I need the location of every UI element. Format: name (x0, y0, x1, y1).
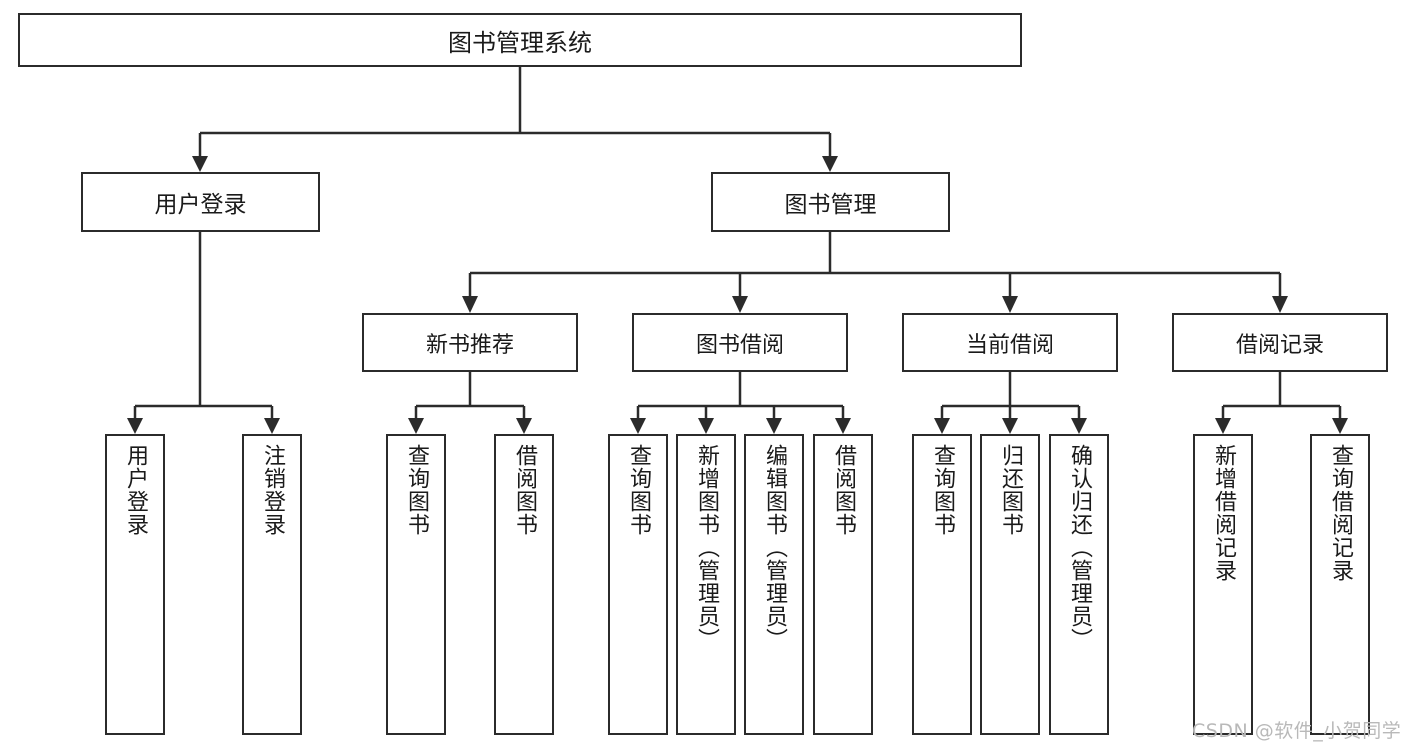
leaf-add-borrow-record[interactable]: 新增借阅记录 (1193, 434, 1253, 735)
node-label: 借阅记录 (1235, 332, 1324, 358)
leaf-logout[interactable]: 注销登录 (242, 434, 302, 735)
node-new-book-recommend[interactable]: 新书推荐 (362, 313, 578, 372)
node-user-login[interactable]: 用户登录 (81, 172, 320, 232)
node-label: 新书推荐 (425, 332, 514, 358)
leaf-return-book[interactable]: 归还图书 (980, 434, 1040, 735)
leaf-query-book-borrow[interactable]: 查询图书 (608, 434, 668, 735)
node-label: 查询图书 (403, 444, 429, 536)
leaf-confirm-return-admin[interactable]: 确认归还（管理员） (1049, 434, 1109, 735)
node-label: 图书借阅 (695, 332, 784, 358)
node-label: 图书管理 (784, 192, 877, 218)
node-label: 查询图书 (929, 444, 955, 536)
node-label: 用户登录 (154, 192, 247, 218)
node-label: 新增借阅记录 (1210, 444, 1236, 582)
node-current-borrow[interactable]: 当前借阅 (902, 313, 1118, 372)
node-root-book-management-system[interactable]: 图书管理系统 (18, 13, 1022, 67)
node-label: 借阅图书 (511, 444, 537, 536)
leaf-borrow-book-recommend[interactable]: 借阅图书 (494, 434, 554, 735)
node-book-management[interactable]: 图书管理 (711, 172, 950, 232)
node-label: 借阅图书 (830, 444, 856, 536)
csdn-watermark: CSDN @软件_小贺同学 (1192, 720, 1402, 742)
node-label: 查询图书 (625, 444, 651, 536)
node-label: 确认归还（管理员） (1066, 444, 1092, 651)
leaf-borrow-book[interactable]: 借阅图书 (813, 434, 873, 735)
leaf-user-login[interactable]: 用户登录 (105, 434, 165, 735)
node-label: 归还图书 (997, 444, 1023, 536)
node-label: 查询借阅记录 (1327, 444, 1353, 582)
leaf-query-borrow-record[interactable]: 查询借阅记录 (1310, 434, 1370, 735)
node-label: 新增图书（管理员） (693, 444, 719, 651)
node-label: 编辑图书（管理员） (761, 444, 787, 651)
node-label: 当前借阅 (965, 332, 1054, 358)
node-borrow-record[interactable]: 借阅记录 (1172, 313, 1388, 372)
leaf-edit-book-admin[interactable]: 编辑图书（管理员） (744, 434, 804, 735)
leaf-query-book-recommend[interactable]: 查询图书 (386, 434, 446, 735)
node-label: 注销登录 (259, 444, 285, 536)
node-book-borrow[interactable]: 图书借阅 (632, 313, 848, 372)
node-label: 图书管理系统 (448, 28, 592, 57)
node-label: 用户登录 (122, 444, 148, 536)
leaf-add-book-admin[interactable]: 新增图书（管理员） (676, 434, 736, 735)
leaf-query-book-current[interactable]: 查询图书 (912, 434, 972, 735)
